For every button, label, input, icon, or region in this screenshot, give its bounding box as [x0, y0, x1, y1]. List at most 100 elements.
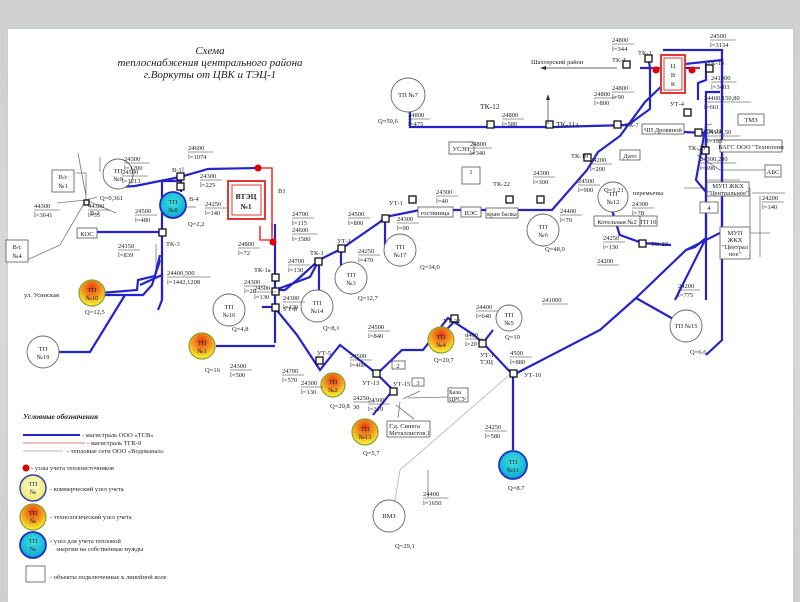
consumer-dato[interactable]: Дато: [619, 149, 641, 161]
node-tk22[interactable]: [505, 195, 514, 204]
node-ut1-b[interactable]: [337, 244, 346, 253]
consumer-mup-zhkh-1[interactable]: МУП ЖКХ "Центральное": [706, 181, 750, 197]
node-tk21[interactable]: [694, 128, 703, 137]
consumer-box-2[interactable]: 2: [391, 360, 406, 370]
node-tk1-cvk[interactable]: [644, 54, 653, 63]
node-ut1-c[interactable]: [408, 195, 417, 204]
node-ut22[interactable]: [450, 314, 459, 323]
substation-number: №13: [359, 434, 372, 441]
node-ut1-tec[interactable]: [478, 339, 487, 348]
vtec-1-source[interactable]: ВТЭЦ №1: [227, 180, 266, 220]
consumer-tp10b[interactable]: ТП 10: [639, 215, 658, 227]
node-ut15[interactable]: [389, 387, 398, 396]
pipe-length: l=300: [533, 179, 548, 186]
pipe-length: l=1442,1208: [167, 279, 200, 286]
consumer-gostinitsa[interactable]: гостиница: [417, 206, 454, 218]
consumer-bs4[interactable]: В/с №4: [5, 239, 29, 263]
node-tk12[interactable]: [486, 120, 495, 129]
node-ut5[interactable]: [315, 356, 324, 365]
consumer-kotelnaya2[interactable]: Котельная №2: [593, 215, 641, 227]
node-tk3[interactable]: [158, 228, 167, 237]
cvk-source[interactable]: Ц В К: [660, 54, 686, 94]
node-tk4[interactable]: [622, 60, 631, 69]
consumer-vags[interactable]: ВАГС ООО "Техногенн: [718, 139, 784, 153]
pipe-length: l=130: [288, 267, 303, 274]
label-v1: В-1: [172, 167, 182, 174]
node-tk1b[interactable]: [705, 64, 714, 73]
consumer-mup-zhkh-2[interactable]: МУП ЖКХ "Централ ное": [719, 226, 751, 260]
node-tk22-b[interactable]: [638, 239, 647, 248]
node-ut13[interactable]: [372, 369, 381, 378]
substation-number: №2: [328, 387, 337, 394]
svg-text:№: №: [30, 546, 36, 553]
node-tk25[interactable]: [701, 146, 710, 155]
consumer-bs1[interactable]: В/с №1: [51, 169, 75, 193]
mup2-l4: ное": [729, 251, 742, 258]
node-tp6[interactable]: [536, 195, 545, 204]
consumer-box-1[interactable]: 1: [461, 166, 481, 185]
node-v2[interactable]: [83, 199, 90, 206]
consumer-tmz[interactable]: ТМЗ: [737, 113, 765, 126]
consumer-ves[interactable]: ВЭС: [460, 206, 482, 218]
label-v2: В-2: [90, 210, 100, 217]
label-tk1: ТК-1: [310, 250, 324, 257]
node-tk11a[interactable]: [545, 120, 554, 129]
consumer-kos[interactable]: КОС: [76, 227, 98, 239]
mup2-l1: МУП: [727, 230, 742, 237]
label-tk1-cvk: ТК-1: [638, 50, 652, 57]
node-tk1a[interactable]: [271, 273, 280, 282]
label-tk12: ТК-12: [480, 102, 500, 111]
consumer-box-4[interactable]: 4: [699, 201, 719, 214]
legend-label-technological: - технологический узел учета: [50, 514, 132, 521]
pipe-length: 30: [353, 404, 360, 411]
substation-name: ТП №15: [675, 323, 698, 330]
node-tk1a-b[interactable]: [271, 287, 280, 296]
label-ut10: УТ-10: [524, 372, 541, 379]
label-v1-vtec: В1: [278, 188, 286, 195]
node-ut4[interactable]: [683, 108, 692, 117]
node-v4[interactable]: [176, 182, 185, 191]
node-tk7[interactable]: [613, 120, 622, 129]
node-ut10[interactable]: [509, 369, 518, 378]
substation-name: ТП: [198, 340, 207, 347]
pipe-length: l=130: [254, 294, 269, 301]
consumer-baza-crsu[interactable]: База ЦРСУ: [447, 387, 469, 403]
chp-drovyanoy-label: ЧП Дровяной: [644, 127, 682, 134]
pipe-diameter: 24400: [560, 208, 576, 215]
node-tk1[interactable]: [314, 257, 323, 266]
consumer-sinega[interactable]: Г.д. Синега Металлистов,1: [386, 420, 431, 438]
node-ut1[interactable]: [381, 214, 390, 223]
consumer-box-3[interactable]: 3: [411, 377, 425, 387]
consumer-chp-drovyanoy[interactable]: ЧП Дровяной: [641, 123, 685, 135]
consumer-abs[interactable]: АБС: [764, 164, 782, 178]
node-ut8[interactable]: [271, 303, 280, 312]
node-tk19[interactable]: [583, 153, 592, 162]
label-tk25: ТК-25: [688, 145, 705, 152]
consumer-kran-balka[interactable]: кран балка: [485, 207, 519, 219]
ves-label: ВЭС: [465, 210, 478, 217]
node-v1[interactable]: [176, 172, 185, 181]
kos-label: КОС: [80, 231, 93, 238]
